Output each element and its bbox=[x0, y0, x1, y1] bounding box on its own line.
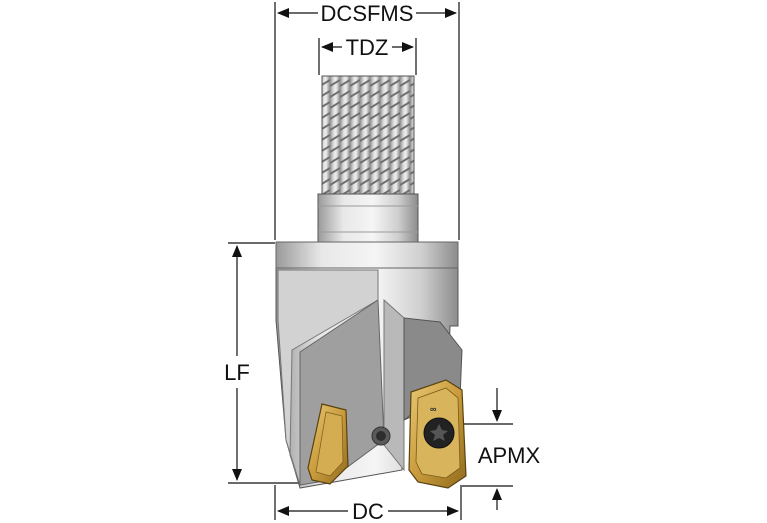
tdz-label: TDZ bbox=[346, 35, 389, 60]
rear-insert bbox=[307, 403, 349, 485]
front-insert: ∞ bbox=[408, 379, 467, 489]
dimension-lines bbox=[228, 2, 513, 520]
svg-text:∞: ∞ bbox=[430, 404, 437, 414]
dc-label: DC bbox=[352, 499, 384, 523]
dimension-arrows bbox=[232, 8, 502, 516]
lf-label: LF bbox=[224, 360, 250, 385]
apmx-label: APMX bbox=[478, 443, 541, 468]
threaded-shank bbox=[317, 75, 419, 243]
dcsfms-label: DCSFMS bbox=[321, 1, 414, 26]
